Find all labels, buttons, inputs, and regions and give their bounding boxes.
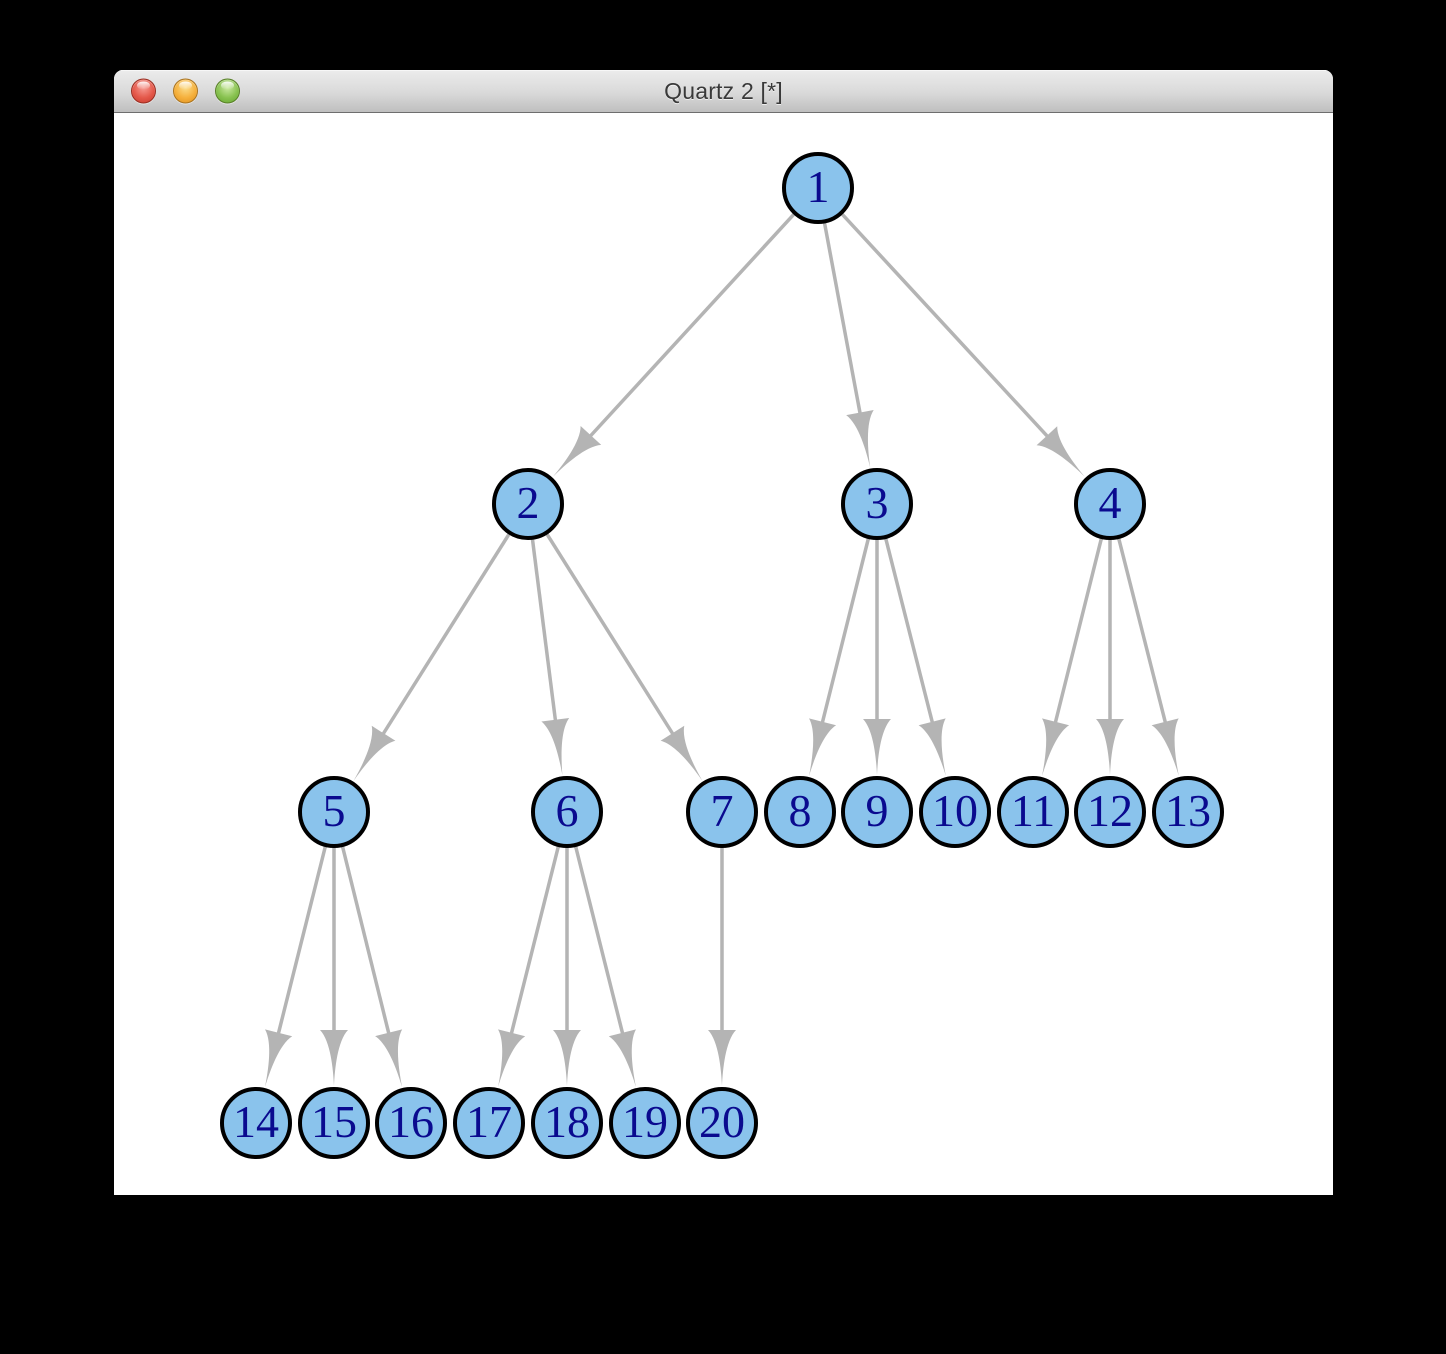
graph-node-14: 14 <box>220 1087 292 1159</box>
graph-node-5: 5 <box>298 776 370 848</box>
tree-edge <box>816 187 863 415</box>
edge-layer <box>265 186 1179 1088</box>
graph-node-11: 11 <box>997 776 1069 848</box>
graph-node-19: 19 <box>609 1087 681 1159</box>
tree-edge <box>276 811 336 1036</box>
graph-node-3: 3 <box>841 468 913 540</box>
arrowhead-icon <box>809 718 837 777</box>
graph-node-12: 12 <box>1074 776 1146 848</box>
arrowhead-icon <box>541 718 570 776</box>
arrowhead-icon <box>863 719 891 775</box>
graph-node-4: 4 <box>1074 468 1146 540</box>
graph-node-16: 16 <box>375 1087 447 1159</box>
arrowhead-icon <box>353 725 396 781</box>
arrowhead-icon <box>660 725 703 781</box>
graph-node-17: 17 <box>453 1087 525 1159</box>
tree-edge <box>381 503 530 736</box>
arrowhead-icon <box>1042 718 1070 777</box>
tree-edge <box>526 503 558 722</box>
arrowhead-icon <box>918 718 946 777</box>
arrowhead-icon <box>1036 426 1085 477</box>
tree-edge <box>565 811 625 1036</box>
arrowhead-icon <box>553 426 602 477</box>
arrowhead-icon <box>498 1029 526 1088</box>
window-controls <box>131 78 240 104</box>
arrowhead-icon <box>553 1030 581 1086</box>
tree-edge <box>332 811 391 1036</box>
tree-edge <box>588 186 820 439</box>
arrowhead-icon <box>846 410 874 468</box>
tree-edge <box>509 811 569 1036</box>
graph-node-10: 10 <box>919 776 991 848</box>
close-button[interactable] <box>131 78 156 104</box>
graph-node-8: 8 <box>764 776 836 848</box>
graph-node-9: 9 <box>841 776 913 848</box>
zoom-button[interactable] <box>215 78 240 104</box>
graph-node-15: 15 <box>298 1087 370 1159</box>
window-title: Quartz 2 [*] <box>664 77 783 104</box>
window-titlebar[interactable]: Quartz 2 [*] <box>114 70 1333 113</box>
arrowhead-icon <box>265 1029 293 1088</box>
arrowhead-icon <box>1096 719 1124 775</box>
arrowhead-icon <box>608 1029 636 1088</box>
tree-edge <box>875 503 935 725</box>
arrowhead-icon <box>375 1029 403 1088</box>
graph-node-18: 18 <box>531 1087 603 1159</box>
graph-node-6: 6 <box>531 776 603 848</box>
arrowhead-icon <box>708 1030 736 1086</box>
arrowhead-icon <box>1151 718 1179 777</box>
graph-node-20: 20 <box>686 1087 758 1159</box>
graph-node-2: 2 <box>492 468 564 540</box>
graph-node-1: 1 <box>782 152 854 224</box>
graph-node-13: 13 <box>1152 776 1224 848</box>
minimize-button[interactable] <box>173 78 198 104</box>
tree-edge <box>1108 503 1168 725</box>
tree-edge <box>1053 503 1112 725</box>
arrowhead-icon <box>320 1030 348 1086</box>
graph-node-7: 7 <box>686 776 758 848</box>
tree-edge <box>816 186 1050 439</box>
tree-edge <box>820 503 879 725</box>
tree-edge <box>526 503 675 736</box>
